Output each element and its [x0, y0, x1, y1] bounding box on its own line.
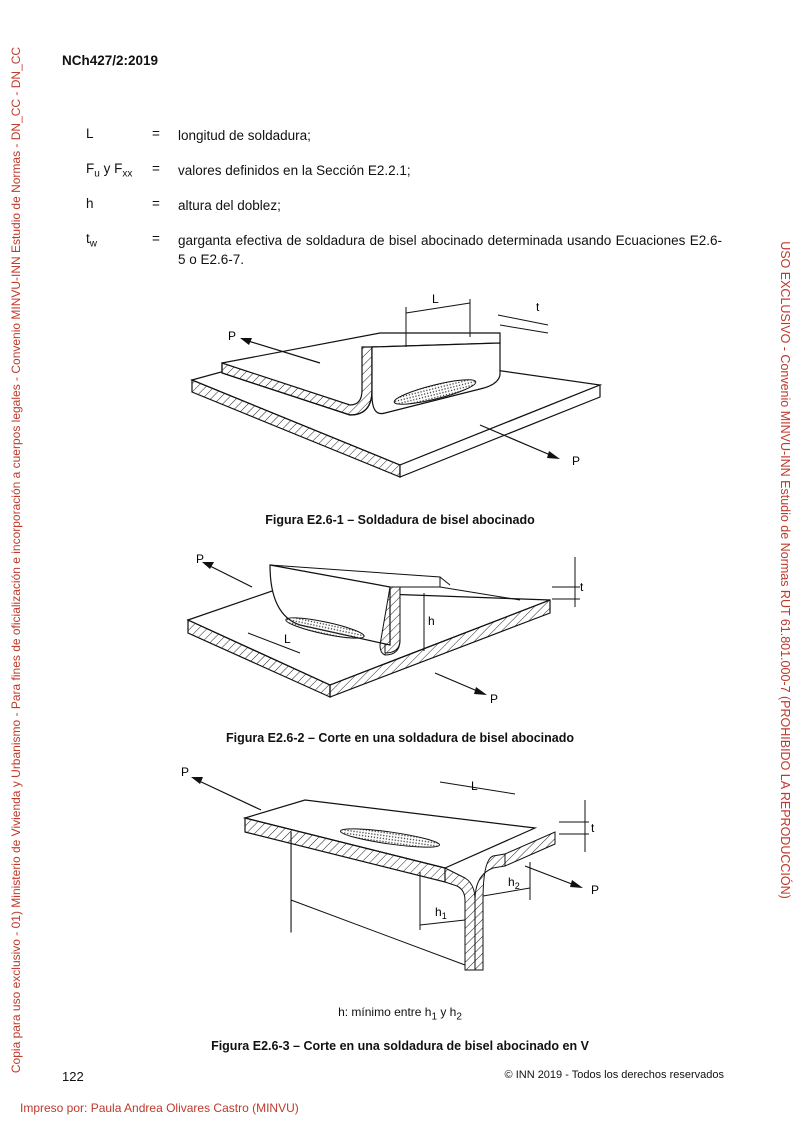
figure-3-drawing: L t h1 h2 P P — [181, 765, 599, 971]
svg-text:h: h — [428, 614, 435, 628]
force-arrow-2: P — [524, 865, 599, 897]
svg-text:P: P — [591, 883, 599, 897]
svg-text:L: L — [432, 292, 439, 306]
dimension-L: L — [439, 779, 516, 795]
definition-text: altura del doblez; — [178, 198, 281, 213]
svg-text:P: P — [228, 329, 236, 343]
definition-text: longitud de soldadura; — [178, 128, 311, 143]
svg-text:P: P — [196, 552, 204, 566]
figure-3-note: h: mínimo entre h1 y h2 — [338, 1005, 462, 1023]
definition-symbol: h — [86, 196, 94, 211]
left-angle — [242, 799, 538, 971]
equals-sign: = — [152, 196, 160, 211]
dimension-t: t — [552, 557, 584, 607]
right-watermark-text: USO EXCLUSIVO - Convenio MINVU-INN Estud… — [778, 241, 792, 899]
definition-row: h = altura del doblez; — [86, 196, 722, 215]
equals-sign: = — [152, 231, 160, 246]
dimension-L: L — [247, 632, 301, 654]
left-watermark-text: Copia para uso exclusivo - 01) Ministeri… — [9, 46, 23, 1074]
weld-bead — [393, 379, 477, 405]
svg-text:L: L — [471, 779, 478, 793]
force-arrow-1: P — [228, 329, 321, 364]
printed-by: Impreso por: Paula Andrea Olivares Castr… — [20, 1101, 299, 1115]
force-arrow-1: P — [181, 765, 262, 811]
dimension-h1: h1 — [419, 872, 466, 930]
dimension-L: L — [405, 292, 471, 347]
svg-text:t: t — [591, 821, 595, 835]
force-arrow-2: P — [434, 672, 498, 706]
weld-bead — [339, 828, 441, 848]
copyright-notice: © INN 2019 - Todos los derechos reservad… — [504, 1069, 724, 1081]
figure-3-caption: Figura E2.6-3 – Corte en una soldadura d… — [211, 1039, 589, 1053]
svg-text:P: P — [490, 692, 498, 706]
definition-row: Fu y Fxx = valores definidos en la Secci… — [86, 161, 722, 180]
definition-symbol: tw — [86, 231, 97, 250]
svg-text:P: P — [181, 765, 189, 779]
definition-row: L = longitud de soldadura; — [86, 126, 722, 145]
left-margin-watermark: Copia para uso exclusivo - 01) Ministeri… — [8, 0, 24, 1131]
figure-1-caption: Figura E2.6-1 – Soldadura de bisel aboci… — [265, 513, 535, 527]
figure-1-drawing: L t P P — [190, 292, 603, 478]
right-angle — [474, 831, 556, 971]
svg-text:t: t — [536, 300, 540, 314]
figure-2-drawing: L h t P P — [186, 552, 584, 706]
definition-text: garganta efectiva de soldadura de bisel … — [178, 233, 722, 267]
dimension-t: t — [497, 300, 549, 334]
svg-text:L: L — [284, 632, 291, 646]
figure-2-caption: Figura E2.6-2 – Corte en una soldadura d… — [226, 731, 574, 745]
definitions-list: L = longitud de soldadura; Fu y Fxx = va… — [86, 126, 722, 285]
definition-row: tw = garganta efectiva de soldadura de b… — [86, 231, 722, 269]
force-arrow-2: P — [479, 424, 580, 468]
svg-text:t: t — [580, 580, 584, 594]
definition-symbol: Fu y Fxx — [86, 161, 133, 180]
weld-bead — [285, 617, 365, 639]
dimension-h: h — [423, 593, 435, 651]
svg-text:P: P — [572, 454, 580, 468]
definition-symbol: L — [86, 126, 94, 141]
equals-sign: = — [152, 126, 160, 141]
force-arrow-1: P — [196, 552, 253, 588]
page-number: 122 — [62, 1069, 84, 1084]
right-margin-watermark: USO EXCLUSIVO - Convenio MINVU-INN Estud… — [776, 0, 794, 1131]
equals-sign: = — [152, 161, 160, 176]
document-id: NCh427/2:2019 — [62, 53, 159, 68]
dimension-t: t — [559, 800, 595, 852]
svg-text:h2: h2 — [508, 875, 520, 891]
definition-text: valores definidos en la Sección E2.2.1; — [178, 163, 411, 178]
svg-text:h1: h1 — [435, 905, 447, 921]
